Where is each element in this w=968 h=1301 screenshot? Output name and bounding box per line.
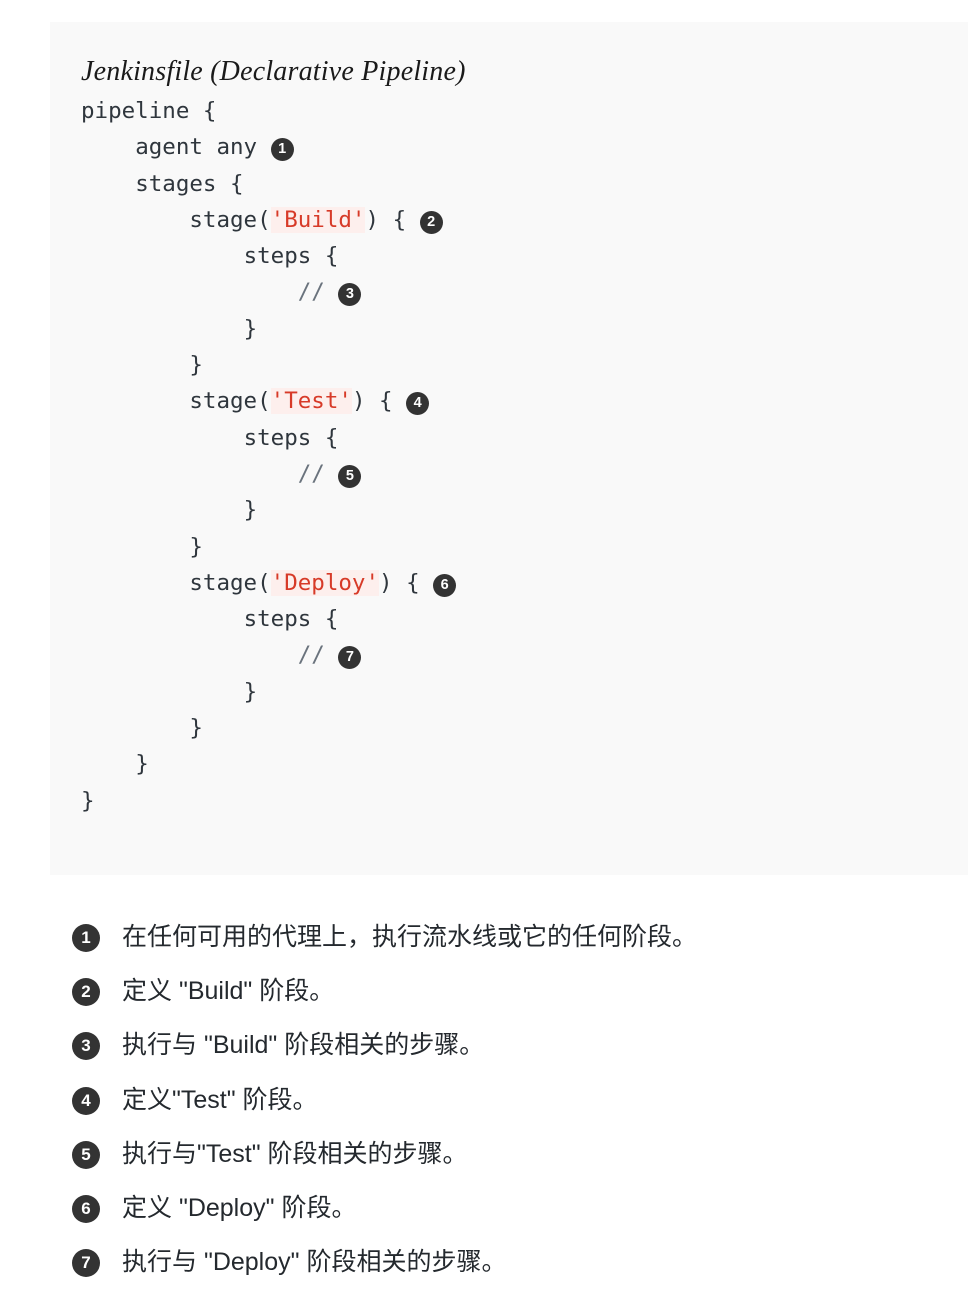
code-token: } xyxy=(189,715,203,742)
code-line: } xyxy=(81,710,968,746)
code-line: } xyxy=(81,492,968,528)
code-token: stages { xyxy=(135,170,244,197)
code-line: } xyxy=(81,674,968,710)
legend-number-badge: 3 xyxy=(72,1032,100,1061)
code-token: ) { xyxy=(351,388,407,415)
legend-item-text: 在任何可用的代理上，执行流水线或它的任何阶段。 xyxy=(122,923,698,951)
code-listing: pipeline { agent any 1 stages { stage('B… xyxy=(81,93,968,819)
code-token: } xyxy=(135,751,149,778)
legend-item: 5 执行与"Test" 阶段相关的步骤。 xyxy=(72,1139,952,1193)
code-token: stage( xyxy=(189,569,271,596)
code-line: steps { xyxy=(81,238,968,274)
code-comment-token: // xyxy=(297,642,339,669)
legend-item: 7 执行与 "Deploy" 阶段相关的步骤。 xyxy=(72,1247,952,1301)
legend-number-badge: 4 xyxy=(72,1086,100,1115)
code-callout-badge: 7 xyxy=(338,646,362,670)
legend-item: 1 在任何可用的代理上，执行流水线或它的任何阶段。 xyxy=(72,922,952,976)
legend-item-text: 执行与 "Deploy" 阶段相关的步骤。 xyxy=(122,1248,507,1277)
legend-list: 1 在任何可用的代理上，执行流水线或它的任何阶段。 2 定义 "Build" 阶段。 3… xyxy=(72,922,952,1301)
code-line: agent any 1 xyxy=(81,129,968,165)
legend-item: 6 定义 "Deploy" 阶段。 xyxy=(72,1193,952,1247)
code-line: // 5 xyxy=(81,456,968,492)
legend-number-badge: 2 xyxy=(72,978,100,1007)
legend-number-badge: 5 xyxy=(72,1140,100,1169)
code-line: } xyxy=(81,347,968,383)
code-token: } xyxy=(189,533,203,560)
code-line: // 7 xyxy=(81,637,968,673)
code-token: steps { xyxy=(243,424,339,451)
code-callout-badge: 1 xyxy=(270,138,294,162)
legend-item-text: 定义 "Deploy" 阶段。 xyxy=(122,1193,357,1222)
code-token: ) { xyxy=(365,206,420,233)
code-token: steps { xyxy=(243,243,339,270)
code-line: stage('Test') { 4 xyxy=(81,383,968,419)
code-line: pipeline { xyxy=(81,93,968,129)
code-token: } xyxy=(243,497,258,524)
code-token: stage( xyxy=(189,206,271,233)
legend-number-badge: 7 xyxy=(72,1249,100,1278)
code-line: steps { xyxy=(81,601,968,637)
code-line: stages { xyxy=(81,166,968,202)
legend-item-text: 定义 "Build" 阶段。 xyxy=(122,977,335,1006)
code-token: steps { xyxy=(243,606,339,633)
code-token: pipeline { xyxy=(81,98,217,124)
code-block: Jenkinsfile (Declarative Pipeline) pipel… xyxy=(50,22,968,875)
code-callout-badge: 4 xyxy=(406,392,430,416)
legend-number-badge: 1 xyxy=(72,924,100,952)
code-callout-badge: 6 xyxy=(433,573,457,597)
code-token: } xyxy=(189,352,203,379)
code-callout-badge: 3 xyxy=(338,283,362,307)
code-line: } xyxy=(81,746,968,782)
legend-item-text: 执行与"Test" 阶段相关的步骤。 xyxy=(122,1139,468,1168)
legend-item: 3 执行与 "Build" 阶段相关的步骤。 xyxy=(72,1030,952,1084)
code-string-token: 'Build' xyxy=(270,206,366,233)
legend-item: 2 定义 "Build" 阶段。 xyxy=(72,976,952,1030)
code-line: } xyxy=(81,311,968,347)
code-line: } xyxy=(81,529,968,565)
code-line: stage('Deploy') { 6 xyxy=(81,565,968,601)
code-line: // 3 xyxy=(81,274,968,310)
code-token: } xyxy=(81,787,95,814)
code-token: } xyxy=(243,315,258,342)
code-token: ) { xyxy=(379,569,434,596)
legend-number-badge: 6 xyxy=(72,1194,100,1223)
code-string-token: 'Deploy' xyxy=(270,569,380,596)
code-line: } xyxy=(81,783,968,819)
code-token: stage( xyxy=(189,388,271,415)
code-line: steps { xyxy=(81,420,968,456)
code-callout-badge: 2 xyxy=(419,210,443,234)
code-token: agent any xyxy=(135,134,271,161)
code-token: } xyxy=(243,678,258,705)
code-block-title: Jenkinsfile (Declarative Pipeline) xyxy=(81,56,466,87)
legend-item-text: 执行与 "Build" 阶段相关的步骤。 xyxy=(122,1031,485,1060)
code-comment-token: // xyxy=(297,279,339,306)
code-string-token: 'Test' xyxy=(270,388,352,415)
legend-item-text: 定义"Test" 阶段。 xyxy=(122,1085,318,1114)
code-callout-badge: 5 xyxy=(338,464,362,488)
code-line: stage('Build') { 2 xyxy=(81,202,968,238)
legend-item: 4 定义"Test" 阶段。 xyxy=(72,1085,952,1139)
code-comment-token: // xyxy=(297,460,339,487)
